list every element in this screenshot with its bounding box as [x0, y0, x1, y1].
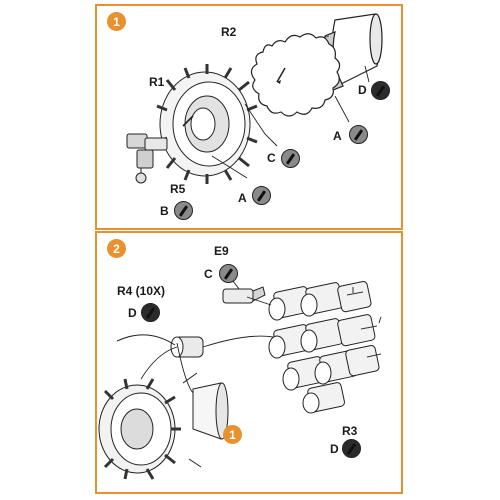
label-r5: R5	[170, 182, 186, 196]
label-d-r4: D	[128, 306, 137, 320]
paint-d-icon	[141, 303, 160, 322]
label-e9: E9	[214, 244, 229, 258]
assembled-engine	[98, 372, 229, 480]
label-r2: R2	[221, 25, 237, 39]
paint-c-icon	[219, 264, 238, 283]
paint-a-icon	[252, 186, 271, 205]
label-r3: R3	[342, 424, 358, 438]
r4-cylinder-group	[268, 281, 382, 414]
step-1-badge: 1	[107, 12, 126, 31]
step-1-panel: 1	[95, 4, 403, 230]
label-d: D	[358, 83, 367, 97]
paint-b-icon	[174, 201, 193, 220]
step-1-reference-badge: 1	[223, 425, 242, 444]
label-r4: R4 (10X)	[117, 284, 166, 298]
paint-c-icon	[281, 149, 300, 168]
step-1-drawing	[126, 13, 383, 184]
label-c: C	[204, 267, 213, 281]
label-d-r3: D	[330, 442, 339, 456]
step-2-panel: 2	[95, 231, 403, 494]
e9-part	[222, 286, 266, 304]
label-b: B	[160, 204, 169, 218]
step-1-leader-lines	[211, 65, 370, 179]
step-2-leader-lines	[140, 280, 274, 394]
step-2-badge: 2	[107, 239, 126, 258]
label-a-upper: A	[333, 129, 342, 143]
paint-d-icon	[371, 81, 390, 100]
paint-d-icon	[342, 439, 361, 458]
label-c: C	[267, 151, 276, 165]
r1-radial-engine	[156, 64, 258, 184]
label-a-lower: A	[238, 191, 247, 205]
r4-single-cylinder	[116, 334, 204, 358]
r2-cowl-ring	[250, 33, 341, 117]
label-r1: R1	[149, 75, 165, 89]
paint-a-icon	[349, 125, 368, 144]
step-2-drawing	[98, 280, 382, 480]
r5-accessory-part	[126, 133, 168, 184]
